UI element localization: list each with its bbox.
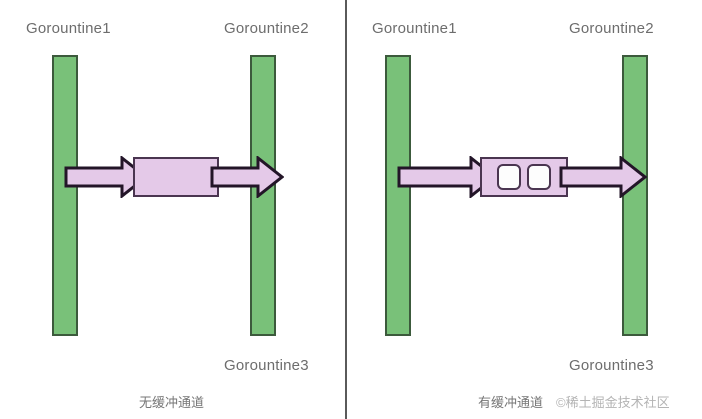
right-panel-goroutine1-label: Gorountine1 xyxy=(372,20,457,37)
right-panel-caption: 有缓冲通道 xyxy=(478,395,544,410)
right-panel-goroutine3-label: Gorountine3 xyxy=(569,357,654,374)
left-panel-goroutine1-bar xyxy=(52,55,78,336)
right-panel-channel-box xyxy=(480,157,568,197)
left-panel-caption: 无缓冲通道 xyxy=(139,395,205,410)
channel-buffer-slot-2 xyxy=(527,164,551,190)
left-panel-goroutine2-label: Gorountine2 xyxy=(224,20,309,37)
left-panel-goroutine3-label: Gorountine3 xyxy=(224,357,309,374)
left-panel-goroutine2-bar xyxy=(250,55,276,336)
panel-divider xyxy=(345,0,347,419)
right-panel-buffered-channel: Gorountine1 Gorountine2 Gorountine3 有缓冲通… xyxy=(347,0,702,419)
right-panel-goroutine2-label: Gorountine2 xyxy=(569,20,654,37)
left-panel-receive-arrow xyxy=(210,156,284,198)
right-panel-receive-arrow xyxy=(559,156,647,198)
watermark-label: ©稀土掘金技术社区 xyxy=(556,395,670,410)
channel-buffer-slot-1 xyxy=(497,164,521,190)
right-panel-goroutine1-bar xyxy=(385,55,411,336)
left-panel-goroutine1-label: Gorountine1 xyxy=(26,20,111,37)
left-panel-channel-box xyxy=(133,157,219,197)
left-panel-unbuffered-channel: Gorountine1 Gorountine2 Gorountine3 无缓冲通… xyxy=(0,0,346,419)
